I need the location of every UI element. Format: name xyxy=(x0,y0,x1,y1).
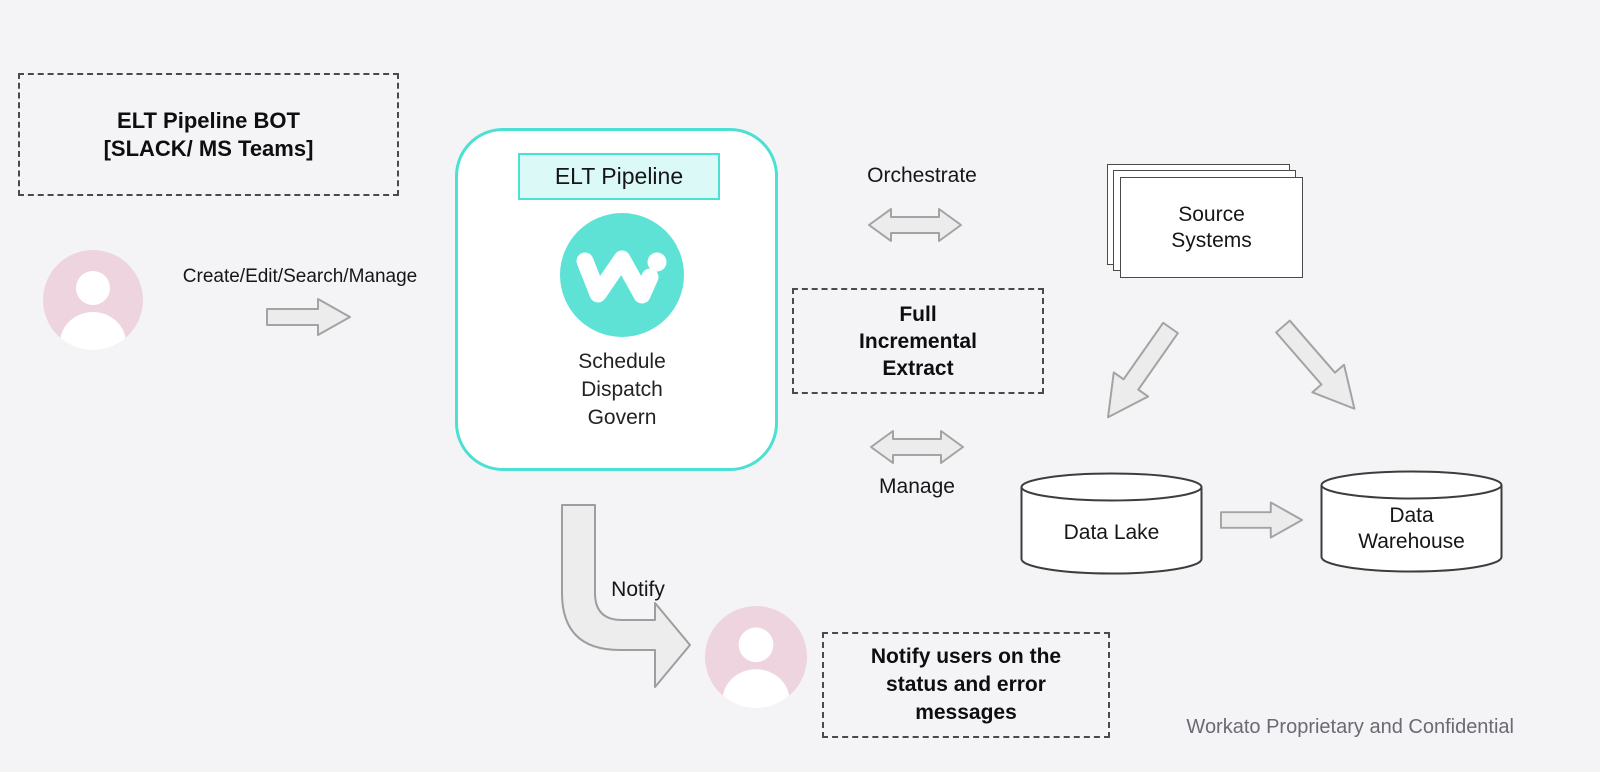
data-warehouse-cylinder: Data Warehouse xyxy=(1320,470,1503,573)
elt-pipeline-bot-box: ELT Pipeline BOT [SLACK/ MS Teams] xyxy=(18,73,399,196)
pipeline-function-schedule: Schedule xyxy=(578,350,666,373)
user-to-pipeline-arrow xyxy=(266,297,352,337)
source-systems-card-front: Source Systems xyxy=(1120,177,1303,278)
pipeline-function-govern: Govern xyxy=(587,406,657,429)
double-arrow-icon xyxy=(870,430,964,464)
pipeline-to-user-notify-arrow xyxy=(540,495,710,695)
footer-confidential-note: Workato Proprietary and Confidential xyxy=(1186,716,1514,738)
user-avatar-icon xyxy=(705,606,807,708)
data-warehouse-label-line2: Warehouse xyxy=(1358,530,1465,553)
pipeline-functions: Schedule Dispatch Govern xyxy=(522,348,722,432)
notify-users-text: Notify users on the status and error mes… xyxy=(870,645,1062,724)
elbow-arrow-icon xyxy=(561,504,691,688)
elt-pipeline-title-badge: ELT Pipeline xyxy=(518,153,720,200)
orchestrate-label: Orchestrate xyxy=(867,164,977,187)
datalake-to-warehouse-arrow xyxy=(1220,498,1304,542)
arrow-down-right-icon xyxy=(1275,319,1356,410)
pipeline-function-dispatch: Dispatch xyxy=(581,378,663,401)
data-lake-cylinder: Data Lake xyxy=(1020,472,1203,575)
source-systems-label-line2: Systems xyxy=(1171,228,1252,252)
full-incremental-extract-box: Full Incremental Extract xyxy=(792,288,1044,394)
notify-label: Notify xyxy=(611,578,665,601)
elt-pipeline-title: ELT Pipeline xyxy=(554,163,684,189)
user-avatar-right xyxy=(705,606,807,708)
user-avatar-left xyxy=(43,250,143,350)
extract-line-incremental: Incremental xyxy=(859,329,977,353)
user-avatar-icon xyxy=(43,250,143,350)
arrow-right-icon xyxy=(1220,501,1304,539)
extract-line-extract: Extract xyxy=(882,356,954,380)
data-warehouse-label: Data Warehouse xyxy=(1320,494,1503,564)
data-warehouse-label-line1: Data xyxy=(1389,504,1434,527)
notify-users-box: Notify users on the status and error mes… xyxy=(822,632,1110,738)
data-lake-label: Data Lake xyxy=(1063,521,1160,544)
database-cylinder-icon xyxy=(1020,472,1203,575)
source-to-datalake-arrow xyxy=(1088,314,1190,432)
workato-logo xyxy=(560,213,684,337)
double-arrow-icon xyxy=(868,208,962,242)
elt-pipeline-bot-title-line2: [SLACK/ MS Teams] xyxy=(103,135,314,161)
source-systems-stack: Source Systems xyxy=(1107,164,1304,279)
elt-pipeline-bot-title-line1: ELT Pipeline BOT xyxy=(117,107,300,133)
source-systems-label-line1: Source xyxy=(1178,202,1245,226)
manage-label: Manage xyxy=(879,475,955,498)
orchestrate-arrow xyxy=(867,205,963,245)
arrow-right-icon xyxy=(266,298,351,336)
source-to-warehouse-arrow xyxy=(1265,311,1373,426)
arrow-down-left-icon xyxy=(1107,321,1179,419)
workato-logo-icon xyxy=(560,213,684,337)
manage-arrow xyxy=(867,427,967,467)
database-cylinder-icon xyxy=(1320,470,1503,573)
create-edit-search-manage-label: Create/Edit/Search/Manage xyxy=(182,266,418,287)
extract-line-full: Full xyxy=(899,302,937,326)
